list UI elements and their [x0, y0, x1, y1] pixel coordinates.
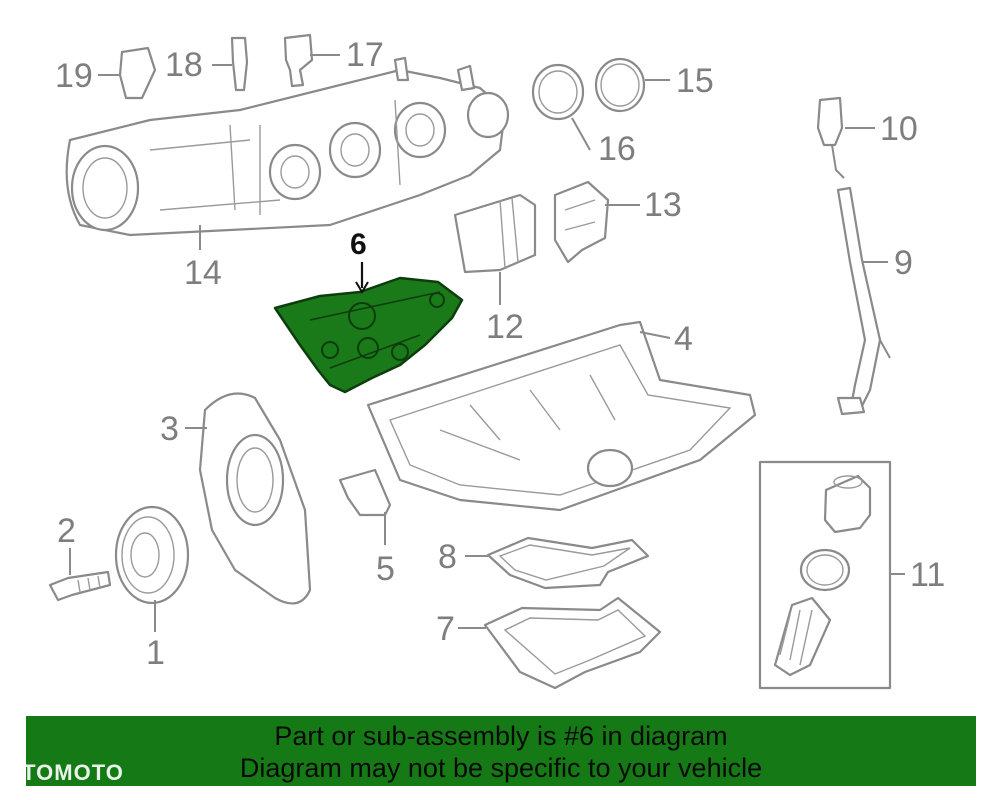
callout-17: 17: [346, 36, 384, 74]
callout-11: 11: [910, 556, 945, 594]
part-sensor-10: [816, 96, 845, 179]
part-highlighted-6: [273, 276, 464, 394]
callout-9: 9: [894, 244, 913, 282]
callout-4: 4: [674, 320, 693, 358]
part-filter-kit-11: [758, 460, 892, 690]
callout-18: 18: [165, 46, 203, 84]
part-gasket-8: [486, 536, 650, 590]
banner-line-1: Part or sub-assembly is #6 in diagram: [274, 721, 728, 751]
callout-7: 7: [436, 610, 455, 648]
callout-1: 1: [146, 634, 165, 672]
part-intake-manifold: [65, 56, 510, 237]
part-pulley-1: [114, 505, 190, 605]
banner-line-2: Diagram may not be specific to your vehi…: [239, 753, 763, 783]
part-bracket-13: [553, 180, 610, 264]
watermark-logo: OTOMOTO: [4, 760, 124, 785]
part-housing-12: [453, 193, 537, 274]
callout-6: 6: [350, 228, 367, 261]
part-seal-15: [594, 57, 646, 113]
part-sensor-18: [230, 36, 249, 92]
callout-5: 5: [376, 550, 395, 588]
callout-15: 15: [676, 62, 714, 100]
callout-3: 3: [160, 410, 179, 448]
part-dipstick-tube-9: [836, 186, 891, 416]
leader-lines: [69, 54, 905, 632]
callout-8: 8: [438, 538, 457, 576]
callout-16: 16: [598, 130, 636, 168]
callout-13: 13: [644, 186, 682, 224]
callout-10: 10: [880, 110, 918, 148]
part-oil-pan-7: [483, 596, 662, 690]
info-banner: Part or sub-assembly is #6 in diagram Di…: [26, 716, 976, 786]
callout-14: 14: [184, 254, 222, 292]
part-cover-3: [198, 392, 312, 605]
part-seal-16: [531, 63, 585, 121]
part-sensor-19: [118, 46, 157, 100]
part-bracket-5: [338, 468, 392, 517]
part-oil-pan-4: [366, 320, 757, 512]
part-sensor-17: [283, 33, 314, 88]
callout-12: 12: [486, 308, 524, 346]
callout-2: 2: [57, 512, 76, 550]
callout-19: 19: [55, 57, 93, 95]
part-bolt-2: [48, 570, 112, 602]
